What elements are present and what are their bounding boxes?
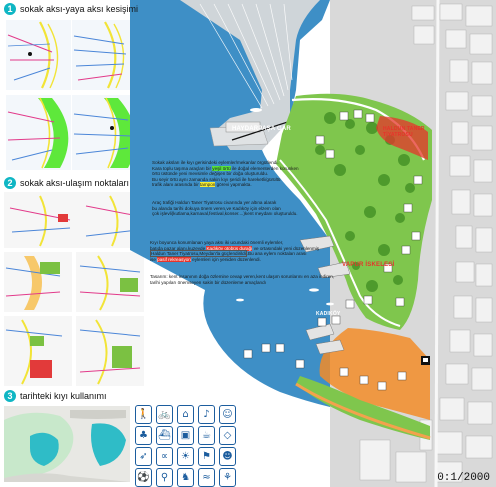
text-run: bu alanda tarihi dokuya önem veren,ve Ka…: [152, 205, 281, 211]
theatre-icon: ☺: [219, 405, 236, 424]
diagram-1d: [72, 95, 137, 170]
pictogram-legend: 🚶🚲⌂♪☺ ♣⛴▣☕◇ ➶∝☀⚑☻ ⚽⚲♞≈⚘: [135, 405, 236, 487]
run-icon: ➶: [135, 447, 152, 466]
label-haydarpasa: HAYDARPAŞA GAR: [232, 126, 291, 132]
diagram-1c: [6, 95, 71, 170]
text-run: ile doğal elementerden korunken: [230, 165, 299, 171]
highlight-text: pasif rekreasyon: [157, 256, 191, 262]
picnic-icon: ⚘: [219, 468, 236, 487]
text-run: Sokak aksları ile kıyı gerisindeki eylem…: [152, 160, 279, 165]
bus-icon: ▣: [177, 426, 194, 445]
p1-line-2: örtü üstünde yeni mevsimle değişen bir d…: [152, 171, 299, 177]
section-2-number: 2: [4, 177, 16, 189]
p4-line-0: Tasarım: kent insanının doğa özlemine ce…: [150, 274, 334, 280]
label-theatre-line1: HALDUN TANER: [383, 126, 425, 132]
highlight-text: Haldun Taner Tiyatrosu,Meydan'la güçlend…: [150, 250, 247, 258]
p2-line-0: Araç trafiği Haldun Taner Tiyatrosu civa…: [152, 200, 298, 206]
section-1-heading: 1 sokak aksı-yaya aksı kesişimi: [4, 3, 138, 15]
section-3-title: tarihteki kıyı kullanımı: [20, 391, 107, 401]
text-run: örtü üstünde yeni mevsimle değişen bir d…: [152, 171, 269, 177]
text-run: görevi yapmakta.: [215, 182, 252, 188]
section-2-heading: 2 sokak aksı-ulaşım noktaları: [4, 177, 129, 189]
section-2-title: sokak aksı-ulaşım noktaları: [20, 178, 130, 188]
child-icon: ☻: [219, 447, 236, 466]
diagram-2e: [76, 316, 144, 386]
sun-icon: ☀: [177, 447, 194, 466]
text-run: Kara toplu taşıma araçları bir: [152, 165, 213, 171]
text-run: ise: [150, 256, 158, 262]
walk-icon: 🚶: [135, 405, 152, 424]
p3-line-0: Kıyı boyunca konumlanan yaya aksı iki uc…: [150, 240, 319, 246]
p1-line-0: Sokak aksları ile kıyı gerisindeki eylem…: [152, 160, 299, 166]
text-run: Kıyı boyunca konumlanan yaya aksı iki uc…: [150, 240, 284, 245]
p3-line-1: batıda pazar alanı,kuzeyde Kadıköy otobü…: [150, 245, 320, 252]
p3-line-2: Haldun Taner Tiyatrosu,Meydan'la güçlend…: [150, 250, 319, 258]
paragraph-1: Sokak aksları ile kıyı gerisindeki eylem…: [152, 160, 299, 188]
p4-line-1: tarihi yapıları önemseyen sakin bir düze…: [150, 280, 334, 286]
text-run: Tasarım: kent insanının doğa özlemine ce…: [150, 274, 335, 279]
p1-line-3: Bu seyir örtü aynı zamanda sakin kıyı şe…: [152, 177, 299, 183]
diagram-2b: [4, 252, 72, 312]
p1-line-1: Kara toplu taşıma araçları bir yeşil ört…: [152, 165, 299, 172]
section-1-diagrams: [6, 20, 137, 170]
diagram-2d: [4, 316, 72, 386]
p1-line-4: trafik alanı arasında bir tampon görevi …: [152, 182, 299, 188]
section-1-number: 1: [4, 3, 16, 15]
dog-icon: ⚲: [156, 468, 173, 487]
text-run: trafik alanı arasında bir: [152, 182, 201, 188]
text-run: çok işlevli(kutlama,karnaval,festival,ko…: [152, 211, 298, 217]
label-kadikoy: KADIKÖY: [316, 311, 341, 317]
label-theatre: HALDUN TANER TİYATROSU: [383, 126, 425, 138]
section-2-diagrams: [4, 192, 144, 386]
kite-icon: ◇: [219, 426, 236, 445]
diagram-1a: [6, 20, 71, 90]
ferry-icon: ⛴: [156, 426, 173, 445]
text-run: ve ortasındaki yeni düzenlenmiş: [252, 245, 320, 251]
bench-icon: ⌂: [177, 405, 194, 424]
text-run: Araç trafiği Haldun Taner Tiyatrosu civa…: [152, 200, 277, 205]
p3-line-3: ise pasif rekreasyon eylemleri için yeni…: [150, 256, 319, 263]
label-vapur: VAPUR İSKELESİ: [342, 262, 395, 268]
ball-icon: ⚽: [135, 468, 152, 487]
paragraph-4: Tasarım: kent insanının doğa özlemine ce…: [150, 274, 334, 285]
swim-icon: ≈: [198, 468, 215, 487]
music-icon: ♪: [198, 405, 215, 424]
chess-icon: ♞: [177, 468, 194, 487]
bike-icon: 🚲: [156, 405, 173, 424]
diagram-2c: [76, 252, 144, 312]
section-3-heading: 3 tarihteki kıyı kullanımı: [4, 390, 107, 402]
tree-icon: ♣: [135, 426, 152, 445]
diagram-2a: [4, 192, 144, 248]
p2-line-2: çok işlevli(kutlama,karnaval,festival,ko…: [152, 211, 298, 217]
text-run: eylemleri için yeniden düzenlendi.: [190, 256, 261, 262]
flag-icon: ⚑: [198, 447, 215, 466]
section-3-number: 3: [4, 390, 16, 402]
cafe-icon: ☕: [198, 426, 215, 445]
paragraph-3: Kıyı boyunca konumlanan yaya aksı iki uc…: [150, 240, 319, 262]
section-1-title: sokak aksı-yaya aksı kesişimi: [20, 4, 139, 14]
text-run: .Bu ana eylem noktaları arası: [246, 251, 307, 257]
p2-line-1: bu alanda tarihi dokuya önem veren,ve Ka…: [152, 206, 298, 212]
label-theatre-line2: TİYATROSU: [383, 132, 413, 138]
historical-shore-map: [4, 406, 130, 482]
paragraph-2: Araç trafiği Haldun Taner Tiyatrosu civa…: [152, 200, 298, 217]
text-run: tarihi yapıları önemseyen sakin bir düze…: [150, 279, 266, 285]
site-plan-map: [130, 0, 496, 487]
highlight-text: tampon: [200, 182, 216, 188]
scale-label: 0:1/2000: [437, 472, 490, 484]
fish-icon: ∝: [156, 447, 173, 466]
highlight-text: Kadıköy otobüs durağı: [206, 245, 253, 251]
diagram-1b: [72, 20, 137, 90]
text-run: batıda pazar alanı,kuzeyde: [150, 245, 207, 251]
highlight-text: yeşil örtü: [212, 165, 231, 171]
text-run: Bu seyir örtü aynı zamanda sakin kıyı şe…: [152, 176, 281, 182]
